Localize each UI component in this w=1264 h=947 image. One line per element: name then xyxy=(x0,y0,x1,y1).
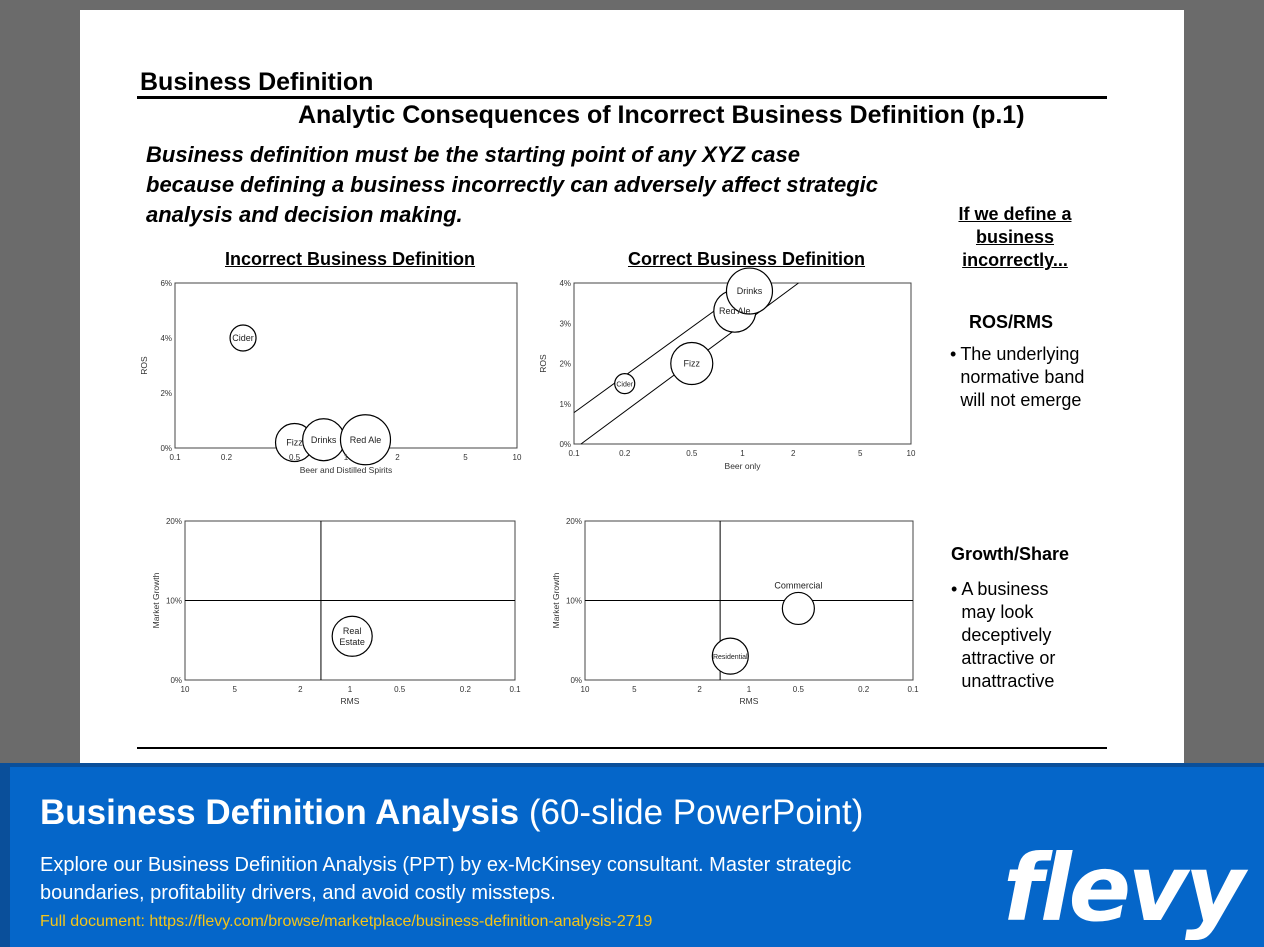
x-axis-label: Beer only xyxy=(725,461,762,471)
x-tick-label: 0.1 xyxy=(169,453,181,462)
bubble-label: Cider xyxy=(616,382,633,389)
growth-bullet: •A business may look deceptively attract… xyxy=(951,579,1056,691)
bubble-label: Red Ale xyxy=(350,435,382,445)
y-tick-label: 0% xyxy=(160,444,172,453)
bubble-label: Real xyxy=(343,626,362,636)
y-axis-label: ROS xyxy=(538,354,548,373)
lead-text: Business definition must be the starting… xyxy=(146,142,879,227)
y-tick-label: 3% xyxy=(559,319,571,328)
x-tick-label: 0.5 xyxy=(289,453,301,462)
bubble xyxy=(331,615,373,657)
y-axis-label: Market Growth xyxy=(151,572,161,628)
banner-title: Business Definition Analysis (60-slide P… xyxy=(40,793,864,832)
bottom-divider xyxy=(137,747,1107,749)
bubble-label: Estate xyxy=(339,637,365,647)
x-tick-label: 1 xyxy=(348,685,353,694)
slide-title: Analytic Consequences of Incorrect Busin… xyxy=(298,101,1025,129)
x-tick-label: 10 xyxy=(907,449,916,458)
promo-banner: Business Definition Analysis (60-slide P… xyxy=(0,763,1264,947)
bubble xyxy=(670,341,714,386)
x-tick-label: 0.1 xyxy=(907,685,919,694)
bubble-label: Drinks xyxy=(311,435,337,445)
x-tick-label: 2 xyxy=(791,449,796,458)
y-tick-label: 10% xyxy=(566,597,582,606)
x-tick-label: 5 xyxy=(858,449,863,458)
x-tick-label: 10 xyxy=(181,685,190,694)
y-tick-label: 20% xyxy=(566,517,582,526)
x-tick-label: 0.1 xyxy=(568,449,580,458)
bubble-label: Red Ale xyxy=(719,306,751,316)
document-link[interactable]: Full document: https://flevy.com/browse/… xyxy=(40,913,653,930)
y-tick-label: 2% xyxy=(160,389,172,398)
bullet-icon: • xyxy=(951,579,958,599)
section-title: Business Definition xyxy=(140,68,374,96)
y-axis-label: Market Growth xyxy=(551,572,561,628)
x-tick-label: 2 xyxy=(298,685,303,694)
x-axis-label: Beer and Distilled Spirits xyxy=(300,465,393,475)
x-tick-label: 2 xyxy=(395,453,400,462)
ros-bullet: •The underlying normative band will not … xyxy=(950,344,1085,410)
y-tick-label: 0% xyxy=(570,676,582,685)
y-tick-label: 0% xyxy=(170,676,182,685)
y-axis-label: ROS xyxy=(139,356,149,375)
bubble xyxy=(229,324,257,352)
flevy-logo: flevy xyxy=(1003,835,1245,942)
bubble xyxy=(339,414,392,466)
x-tick-label: 0.2 xyxy=(221,453,233,462)
bubble xyxy=(614,373,636,395)
bubble-label: Fizz xyxy=(286,438,303,448)
x-tick-label: 0.2 xyxy=(619,449,631,458)
y-tick-label: 1% xyxy=(559,400,571,409)
x-tick-label: 1 xyxy=(344,453,349,462)
x-tick-label: 5 xyxy=(463,453,468,462)
x-tick-label: 0.5 xyxy=(686,449,698,458)
y-tick-label: 6% xyxy=(160,279,172,288)
bubble-label: Residential xyxy=(713,654,748,661)
bubble-label: Commercial xyxy=(774,580,822,590)
x-tick-label: 5 xyxy=(232,685,237,694)
y-tick-label: 10% xyxy=(166,597,182,606)
x-tick-label: 2 xyxy=(697,685,702,694)
x-tick-label: 0.5 xyxy=(793,685,805,694)
y-tick-label: 2% xyxy=(559,360,571,369)
x-tick-label: 5 xyxy=(632,685,637,694)
side-intro: If we define a business incorrectly... xyxy=(958,204,1072,270)
bubble-label: Drinks xyxy=(737,286,763,296)
x-tick-label: 1 xyxy=(747,685,752,694)
y-tick-label: 20% xyxy=(166,517,182,526)
y-tick-label: 4% xyxy=(559,279,571,288)
bullet-icon: • xyxy=(950,344,957,364)
x-tick-label: 10 xyxy=(581,685,590,694)
banner-strip xyxy=(0,767,10,947)
bubble-label: Fizz xyxy=(684,359,701,369)
x-tick-label: 0.2 xyxy=(858,685,870,694)
incorrect-chart-title: Incorrect Business Definition xyxy=(225,249,476,269)
growth-heading: Growth/Share xyxy=(951,544,1070,564)
banner-description: Explore our Business Definition Analysis… xyxy=(40,854,852,904)
x-tick-label: 0.5 xyxy=(394,685,406,694)
ros-heading: ROS/RMS xyxy=(969,312,1054,332)
x-axis-label: RMS xyxy=(341,696,360,706)
slide: Business Definition Analytic Consequence… xyxy=(80,10,1184,765)
x-tick-label: 1 xyxy=(740,449,745,458)
bubble xyxy=(711,637,749,675)
bubble xyxy=(725,267,774,315)
x-tick-label: 0.1 xyxy=(509,685,521,694)
x-tick-label: 0.2 xyxy=(460,685,472,694)
bubble xyxy=(781,591,815,626)
correct-chart-title: Correct Business Definition xyxy=(628,249,866,269)
x-tick-label: 10 xyxy=(513,453,522,462)
y-tick-label: 4% xyxy=(160,334,172,343)
bubble-label: Cider xyxy=(232,333,254,343)
y-tick-label: 0% xyxy=(559,440,571,449)
x-axis-label: RMS xyxy=(740,696,759,706)
divider xyxy=(137,96,1107,99)
